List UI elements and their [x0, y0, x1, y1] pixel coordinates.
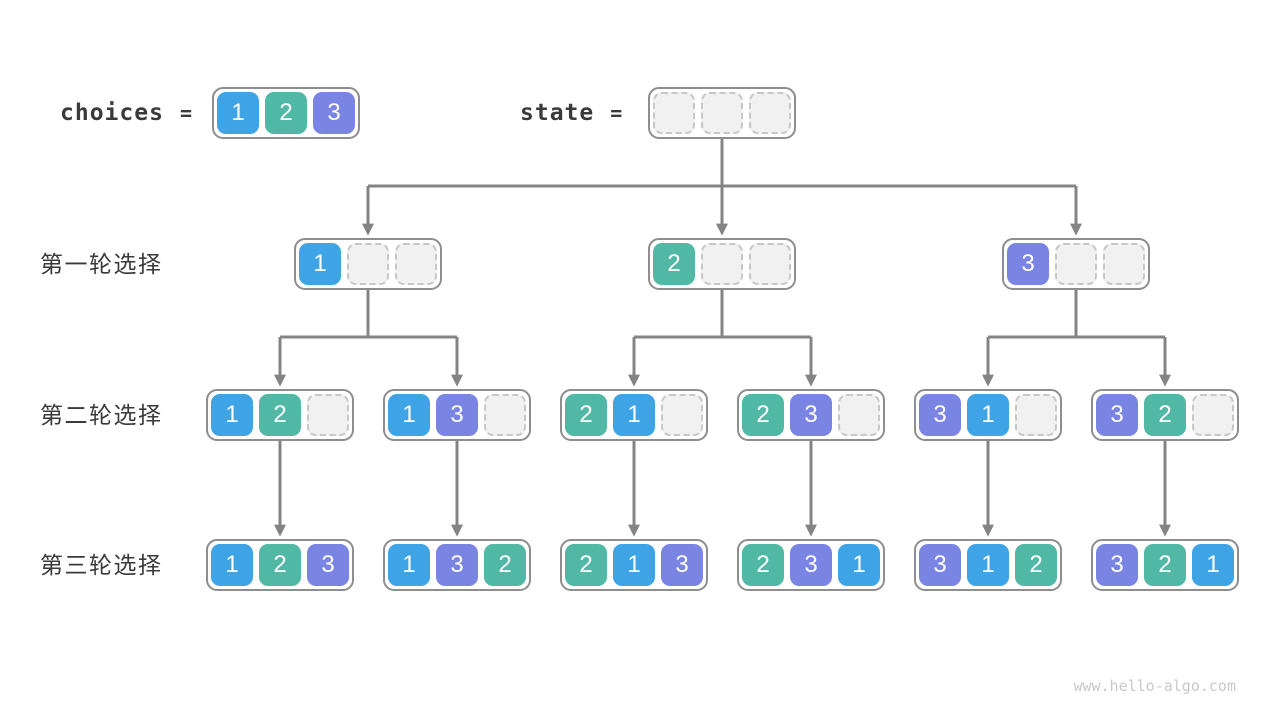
value-cell-2: 2 [742, 544, 784, 586]
empty-cell [701, 92, 743, 134]
value-cell-3: 3 [661, 544, 703, 586]
empty-cell [838, 394, 880, 436]
empty-cell [307, 394, 349, 436]
empty-cell [653, 92, 695, 134]
value-cell-1: 1 [388, 394, 430, 436]
empty-cell [701, 243, 743, 285]
value-cell-2: 2 [484, 544, 526, 586]
value-cell-2: 2 [259, 544, 301, 586]
value-cell-2: 2 [653, 243, 695, 285]
empty-cell [1103, 243, 1145, 285]
value-cell-3: 3 [307, 544, 349, 586]
value-cell-1: 1 [967, 394, 1009, 436]
value-cell-2: 2 [1015, 544, 1057, 586]
value-cell-1: 1 [388, 544, 430, 586]
choices-equals-sign: = [179, 101, 192, 125]
value-cell-3: 3 [313, 92, 355, 134]
state-node-r1-2: 2 [648, 238, 796, 290]
value-cell-3: 3 [1007, 243, 1049, 285]
empty-cell [749, 243, 791, 285]
choices-label-text: choices [60, 100, 164, 126]
watermark: www.hello-algo.com [1073, 677, 1236, 695]
value-cell-2: 2 [565, 544, 607, 586]
empty-cell [661, 394, 703, 436]
round-3-label: 第三轮选择 [40, 552, 163, 578]
value-cell-2: 2 [259, 394, 301, 436]
value-cell-2: 2 [1144, 544, 1186, 586]
choices-label: choices = [60, 87, 192, 139]
empty-cell [484, 394, 526, 436]
state-label: state = [520, 87, 622, 139]
value-cell-3: 3 [790, 394, 832, 436]
value-cell-3: 3 [790, 544, 832, 586]
value-cell-3: 3 [919, 394, 961, 436]
empty-cell [749, 92, 791, 134]
empty-cell [1055, 243, 1097, 285]
value-cell-1: 1 [217, 92, 259, 134]
state-array [648, 87, 796, 139]
empty-cell [1015, 394, 1057, 436]
value-cell-2: 2 [1144, 394, 1186, 436]
round-2-label: 第二轮选择 [40, 402, 163, 428]
state-label-text: state [520, 100, 595, 126]
value-cell-1: 1 [613, 394, 655, 436]
value-cell-1: 1 [967, 544, 1009, 586]
round-1-label: 第一轮选择 [40, 251, 163, 277]
value-cell-2: 2 [565, 394, 607, 436]
empty-cell [395, 243, 437, 285]
value-cell-1: 1 [613, 544, 655, 586]
value-cell-1: 1 [211, 544, 253, 586]
value-cell-1: 1 [1192, 544, 1234, 586]
empty-cell [1192, 394, 1234, 436]
state-equals-sign: = [610, 101, 623, 125]
value-cell-1: 1 [299, 243, 341, 285]
value-cell-3: 3 [1096, 394, 1138, 436]
value-cell-3: 3 [436, 544, 478, 586]
state-node-r1-3: 3 [1002, 238, 1150, 290]
value-cell-3: 3 [1096, 544, 1138, 586]
value-cell-3: 3 [436, 394, 478, 436]
value-cell-1: 1 [838, 544, 880, 586]
empty-cell [347, 243, 389, 285]
value-cell-1: 1 [211, 394, 253, 436]
value-cell-2: 2 [742, 394, 784, 436]
state-node-r1-1: 1 [294, 238, 442, 290]
value-cell-2: 2 [265, 92, 307, 134]
value-cell-3: 3 [919, 544, 961, 586]
